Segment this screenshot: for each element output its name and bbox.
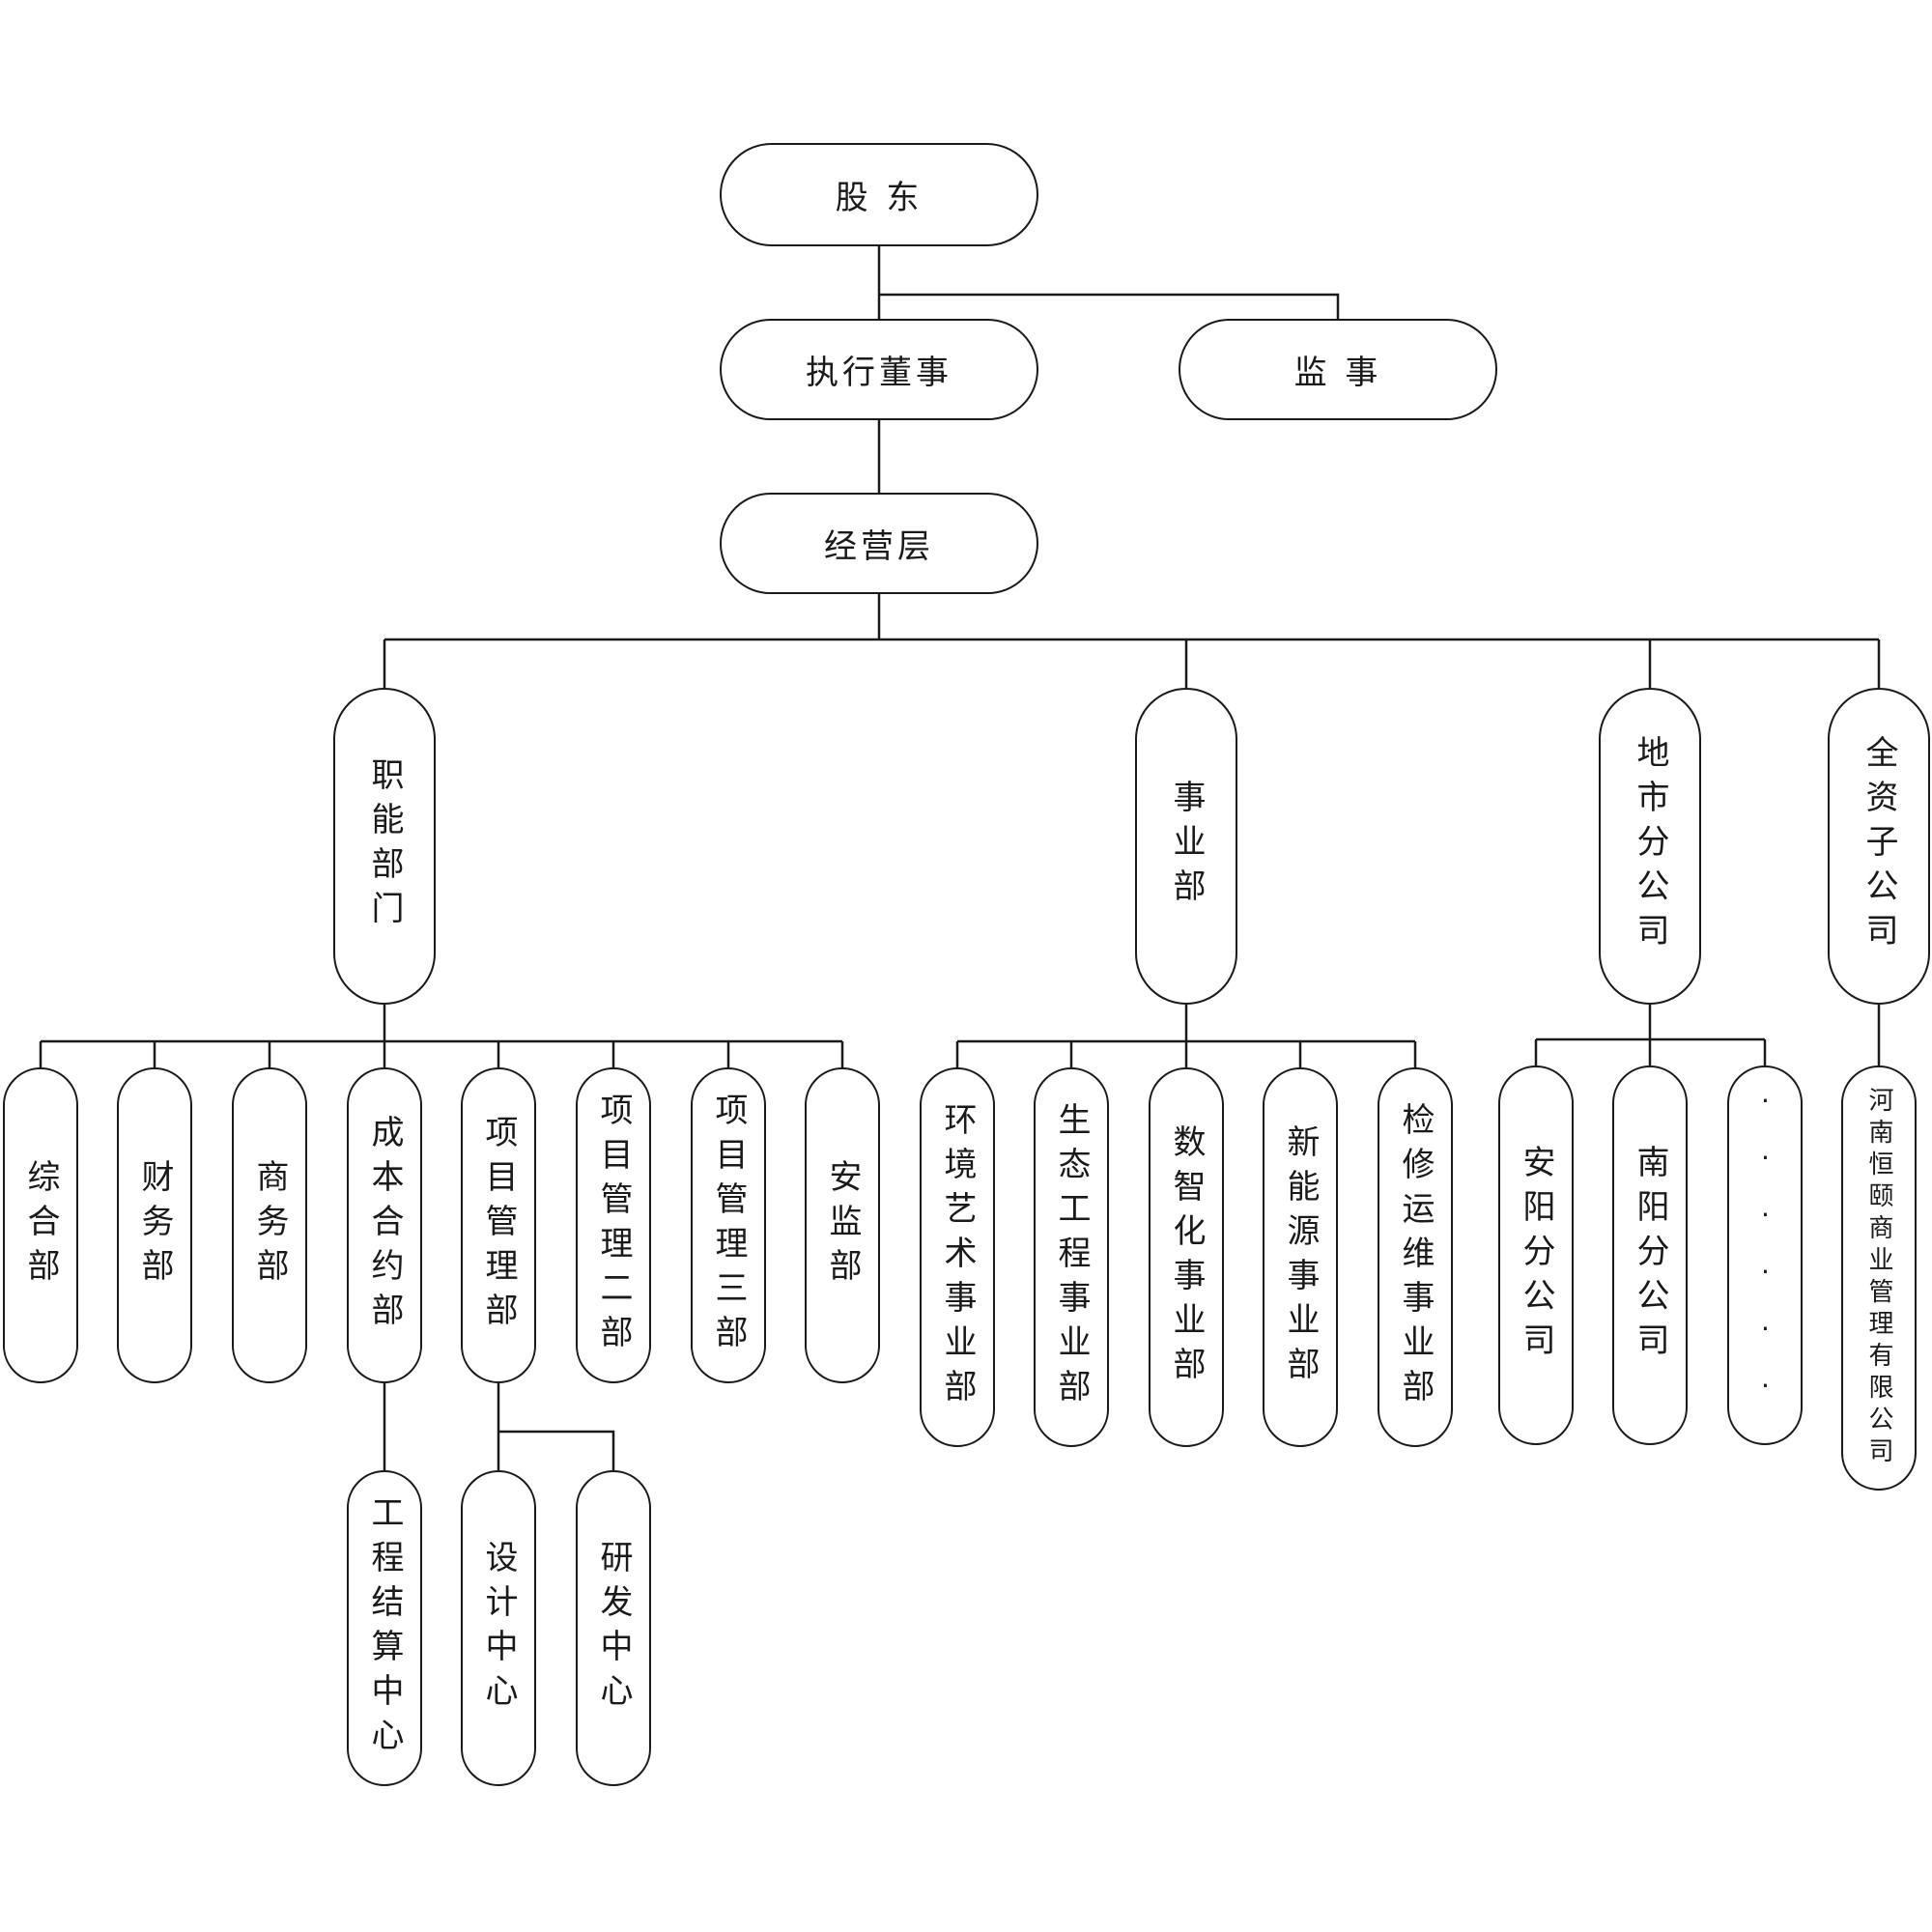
supervisor-label: 监 事: [1293, 354, 1382, 392]
dept-general-label: 综合部: [21, 1158, 60, 1293]
management-node: 经营层: [720, 493, 1038, 594]
executive-director-node: 执行董事: [720, 319, 1038, 420]
unit-new-energy: 新能源事业部: [1263, 1067, 1338, 1447]
dept-project-mgmt-2: 项目管理二部: [576, 1067, 651, 1383]
functional-departments-node: 职能部门: [333, 688, 436, 1005]
dept-project-mgmt-2-label: 项目管理二部: [594, 1092, 633, 1359]
branch-more: ······: [1727, 1065, 1803, 1445]
dept-cost-contract-label: 成本合约部: [365, 1114, 404, 1337]
management-label: 经营层: [824, 527, 934, 566]
dept-safety-label: 安监部: [823, 1158, 862, 1293]
dept-commerce-label: 商务部: [250, 1158, 289, 1293]
dept-project-mgmt-label: 项目管理部: [479, 1114, 518, 1337]
unit-new-energy-label: 新能源事业部: [1281, 1123, 1320, 1391]
subsidiary-hengyi-label: 河南恒颐商业管理有限公司: [1864, 1087, 1893, 1469]
business-division-label: 事业部: [1167, 780, 1206, 913]
city-branches-label: 地市分公司: [1631, 735, 1669, 957]
dept-cost-contract: 成本合约部: [347, 1067, 422, 1383]
branch-more-label: ······: [1749, 1084, 1781, 1427]
city-branches-node: 地市分公司: [1599, 688, 1701, 1005]
dept-project-mgmt: 项目管理部: [461, 1067, 536, 1383]
shareholders-node: 股 东: [720, 143, 1038, 246]
branch-nanyang: 南阳分公司: [1612, 1065, 1688, 1445]
subsidiaries-label: 全资子公司: [1860, 735, 1898, 957]
subsidiaries-node: 全资子公司: [1828, 688, 1930, 1005]
business-division-node: 事业部: [1135, 688, 1237, 1005]
dept-project-mgmt-3-label: 项目管理三部: [709, 1092, 748, 1359]
branch-anyang-label: 安阳分公司: [1517, 1144, 1555, 1367]
settlement-center-node: 工程结算中心: [347, 1470, 422, 1786]
branch-nanyang-label: 南阳分公司: [1631, 1144, 1669, 1367]
settlement-center-label: 工程结算中心: [365, 1494, 404, 1762]
unit-digital-label: 数智化事业部: [1167, 1123, 1206, 1391]
design-center-label: 设计中心: [479, 1539, 518, 1718]
rd-center-node: 研发中心: [576, 1470, 651, 1786]
shareholders-label: 股 东: [835, 179, 923, 217]
subsidiary-hengyi: 河南恒颐商业管理有限公司: [1841, 1065, 1917, 1491]
dept-safety: 安监部: [805, 1067, 880, 1383]
dept-finance-label: 财务部: [135, 1158, 174, 1293]
unit-eco-eng: 生态工程事业部: [1034, 1067, 1109, 1447]
design-center-node: 设计中心: [461, 1470, 536, 1786]
unit-maintenance: 检修运维事业部: [1378, 1067, 1453, 1447]
branch-anyang: 安阳分公司: [1498, 1065, 1574, 1445]
dept-commerce: 商务部: [232, 1067, 307, 1383]
unit-maintenance-label: 检修运维事业部: [1396, 1101, 1435, 1413]
unit-env-art-label: 环境艺术事业部: [938, 1101, 977, 1413]
supervisor-node: 监 事: [1179, 319, 1497, 420]
unit-digital: 数智化事业部: [1149, 1067, 1224, 1447]
dept-project-mgmt-3: 项目管理三部: [691, 1067, 766, 1383]
unit-eco-eng-label: 生态工程事业部: [1052, 1101, 1091, 1413]
dept-general: 综合部: [3, 1067, 78, 1383]
executive-director-label: 执行董事: [806, 354, 952, 392]
dept-finance: 财务部: [117, 1067, 192, 1383]
unit-env-art: 环境艺术事业部: [920, 1067, 995, 1447]
rd-center-label: 研发中心: [594, 1539, 633, 1718]
functional-departments-label: 职能部门: [365, 757, 404, 935]
